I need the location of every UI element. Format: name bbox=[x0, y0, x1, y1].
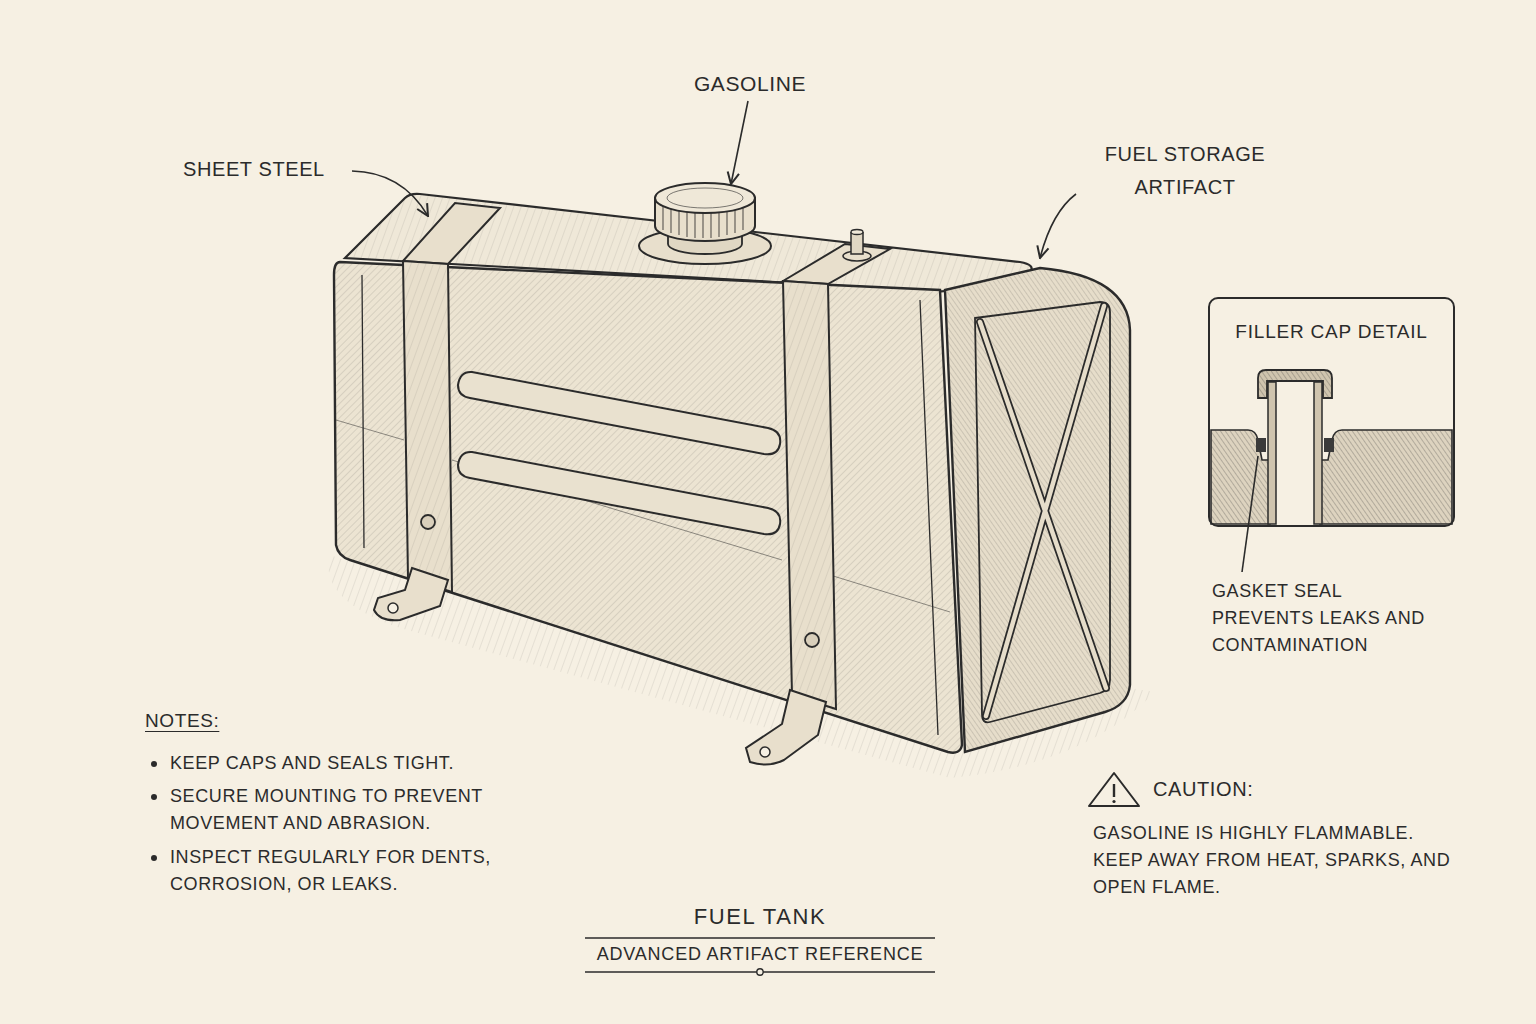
part-label: SHEET STEEL bbox=[183, 156, 325, 182]
leader-arrow bbox=[731, 101, 748, 184]
leader-line bbox=[1242, 456, 1258, 572]
vent-top bbox=[851, 230, 863, 235]
note-item: INSPECT REGULARLY FOR DENTS, CORROSION, … bbox=[170, 844, 530, 898]
caution-text: GASOLINE IS HIGHLY FLAMMABLE. KEEP AWAY … bbox=[1093, 820, 1461, 901]
vent-nipple bbox=[851, 232, 863, 254]
box-heading: FILLER CAP DETAIL bbox=[1210, 319, 1453, 344]
mounting-strap bbox=[783, 281, 836, 709]
cap-top-inner bbox=[667, 188, 743, 208]
tank-front-face bbox=[334, 262, 962, 753]
section-cap bbox=[1258, 370, 1332, 398]
title-ornament bbox=[757, 969, 763, 975]
mounting-strap bbox=[403, 261, 452, 592]
section-plate bbox=[1211, 430, 1270, 524]
section-gasket bbox=[1324, 438, 1334, 452]
inset-detail-box: FILLER CAP DETAIL bbox=[1208, 297, 1455, 527]
notes-heading: NOTES: bbox=[145, 708, 219, 733]
list-bullet bbox=[151, 794, 157, 800]
section-plate bbox=[1320, 430, 1452, 524]
foot-hole bbox=[388, 603, 398, 613]
strap-bolt bbox=[805, 633, 819, 647]
note-item: SECURE MOUNTING TO PREVENT MOVEMENT AND … bbox=[170, 783, 530, 837]
note-item: KEEP CAPS AND SEALS TIGHT. bbox=[170, 750, 530, 777]
caution-heading: CAUTION: bbox=[1153, 776, 1253, 802]
mounting-strap bbox=[403, 203, 500, 264]
diagram-title: FUEL TANK bbox=[694, 902, 827, 931]
mounting-strap bbox=[783, 281, 836, 709]
tank-end-face bbox=[945, 268, 1130, 752]
section-neck-wall bbox=[1314, 382, 1322, 524]
mounting-foot bbox=[746, 690, 826, 765]
stamped-rib bbox=[458, 372, 780, 454]
list-bullet bbox=[151, 855, 157, 861]
warning-mark bbox=[1112, 800, 1115, 803]
mounting-strap bbox=[783, 244, 890, 284]
strap-bolt bbox=[421, 515, 435, 529]
tank-front-shade bbox=[334, 262, 962, 753]
section-gasket bbox=[1256, 438, 1266, 452]
section-plate bbox=[1320, 430, 1452, 524]
diagram-caption: ADVANCED ARTIFACT REFERENCE bbox=[597, 943, 924, 966]
cap-top bbox=[655, 183, 755, 213]
warning-triangle bbox=[1089, 773, 1139, 806]
list-bullet bbox=[151, 761, 157, 767]
warning-mark bbox=[1113, 784, 1115, 797]
leader-arrow bbox=[352, 171, 428, 216]
mounting-foot bbox=[374, 568, 448, 620]
end-face-cross-rib bbox=[980, 306, 1106, 716]
tank-end-shade bbox=[945, 268, 1130, 752]
leader-arrow bbox=[1040, 194, 1076, 258]
section-cap bbox=[1258, 370, 1332, 398]
part-label: GASOLINE bbox=[694, 70, 806, 97]
section-neck-wall bbox=[1268, 382, 1276, 524]
end-face-panel bbox=[975, 302, 1110, 722]
mounting-strap bbox=[403, 261, 452, 592]
end-face-cross-rib bbox=[980, 306, 1106, 716]
title-rule bbox=[585, 937, 935, 938]
stamped-rib bbox=[458, 452, 780, 534]
callout-note: GASKET SEAL PREVENTS LEAKS AND CONTAMINA… bbox=[1212, 578, 1444, 659]
section-plate bbox=[1211, 430, 1270, 524]
foot-hole bbox=[760, 747, 770, 757]
part-label: FUEL STORAGE ARTIFACT bbox=[1080, 138, 1290, 204]
